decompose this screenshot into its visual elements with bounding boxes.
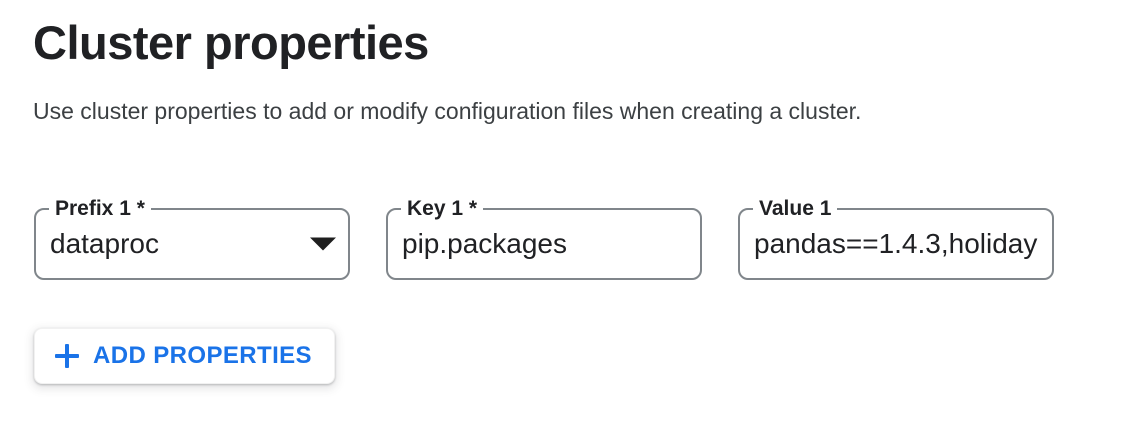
add-properties-button[interactable]: ADD PROPERTIES — [34, 328, 335, 384]
page-description: Use cluster properties to add or modify … — [33, 98, 862, 124]
value-label: Value 1 — [753, 196, 838, 222]
key-label: Key 1 * — [401, 196, 484, 222]
value-field: Value 1 — [738, 196, 1054, 280]
plus-icon — [55, 344, 79, 368]
prefix-selected-value: dataproc — [50, 228, 159, 259]
prefix-field: Prefix 1 * dataproc — [34, 196, 350, 280]
prefix-label: Prefix 1 * — [49, 196, 151, 222]
prefix-select[interactable]: dataproc — [36, 210, 348, 278]
page-title: Cluster properties — [33, 16, 429, 69]
key-field: Key 1 * — [386, 196, 702, 280]
caret-down-icon — [310, 237, 336, 251]
property-row: Prefix 1 * dataproc Key 1 * Value 1 — [34, 196, 1054, 280]
add-properties-label: ADD PROPERTIES — [93, 342, 312, 369]
